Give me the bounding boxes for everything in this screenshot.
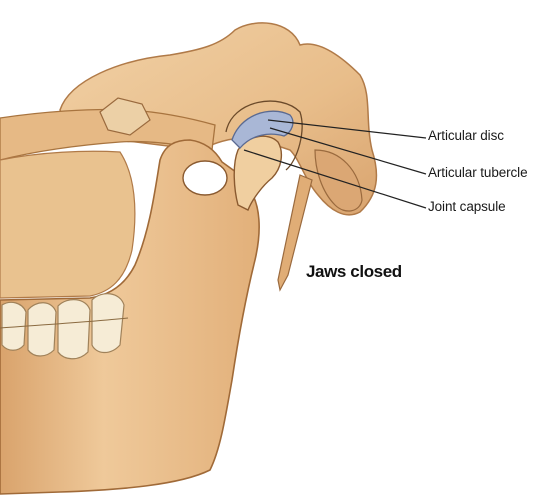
caption-jaws-closed: Jaws closed	[306, 262, 402, 282]
label-articular-disc: Articular disc	[428, 128, 504, 143]
label-joint-capsule: Joint capsule	[428, 199, 506, 214]
mandibular-notch	[183, 161, 227, 195]
label-articular-tubercle: Articular tubercle	[428, 165, 528, 180]
maxilla	[0, 151, 135, 298]
